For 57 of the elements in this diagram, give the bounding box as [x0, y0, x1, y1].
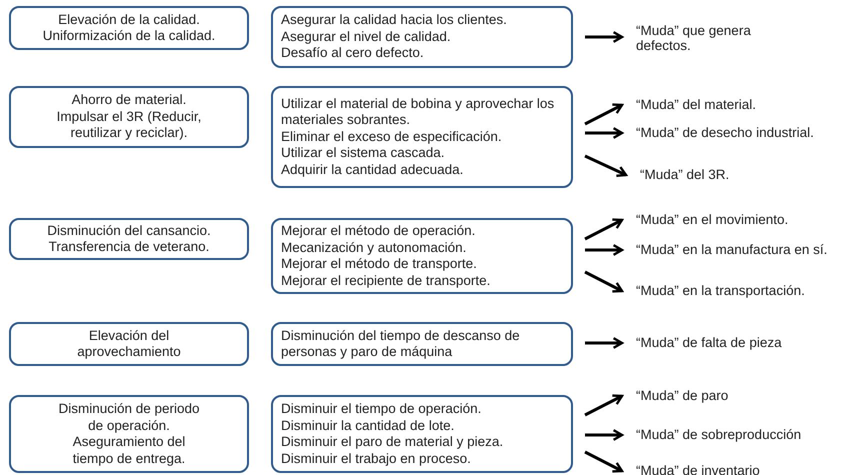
box-text: Aseguramiento del tiempo de entrega. — [72, 434, 186, 467]
waste-label: “Muda” de desecho industrial. — [636, 125, 814, 140]
box-text: Asegurar la calidad hacia los clientes. — [281, 12, 507, 29]
arrow — [584, 154, 628, 178]
box-text: Elevación de la calidad. — [58, 12, 200, 28]
box-text: Utilizar el sistema cascada. — [281, 145, 445, 162]
waste-label: “Muda” del material. — [636, 97, 756, 112]
arrow — [585, 31, 624, 43]
arrow — [584, 218, 624, 240]
action-box — [271, 322, 573, 366]
box-text: Ahorro de material. — [72, 92, 186, 109]
box-text: Disminuir la cantidad de lote. — [281, 418, 454, 434]
box-text: Disminución del cansancio. — [47, 222, 211, 239]
waste-label: “Muda” del 3R. — [640, 167, 730, 182]
box-text: Mecanización y autonomación. — [281, 240, 466, 256]
waste-label: “Muda” de inventario — [636, 463, 760, 475]
box-text: Adquirir la cantidad adecuada. — [281, 162, 464, 178]
action-box — [271, 395, 573, 473]
arrow — [584, 270, 624, 293]
waste-label: “Muda” en la manufactura en sí. — [636, 242, 828, 257]
action-box — [271, 218, 573, 294]
arrow — [584, 450, 624, 473]
box-text: Disminución de periodo de operación. — [57, 401, 201, 434]
box-text: Disminución del tiempo de descanso de personas y paro de máquina — [281, 328, 521, 360]
goal-box — [9, 86, 249, 148]
arrow — [585, 127, 624, 139]
waste-label: “Muda” de falta de pieza — [636, 335, 782, 350]
box-text: Disminuir el paro de material y pieza. — [281, 434, 504, 450]
waste-label: “Muda” que genera defectos. — [636, 23, 752, 53]
waste-label: “Muda” en el movimiento. — [636, 212, 788, 227]
arrow — [585, 429, 624, 441]
action-box — [271, 6, 573, 68]
goal-box — [9, 395, 249, 473]
box-text: Transferencia de veterano. — [48, 239, 210, 256]
waste-label: “Muda” de paro — [636, 388, 728, 403]
box-text: Desafío al cero defecto. — [281, 45, 424, 62]
waste-label: “Muda” en la transportación. — [636, 283, 805, 298]
box-text: Disminuir el trabajo en proceso. — [281, 450, 471, 467]
box-text: Utilizar el material de bobina y aprovechar los materiales sobrantes. — [281, 96, 556, 129]
goal-box — [9, 218, 249, 260]
waste-label: “Muda” de sobreproducción — [636, 427, 802, 442]
arrow — [584, 103, 624, 126]
box-text: Mejorar el método de transporte. — [281, 256, 477, 272]
arrow — [584, 394, 624, 416]
arrow — [585, 244, 624, 256]
box-text: Asegurar el nivel de calidad. — [281, 28, 451, 46]
goal-box — [9, 6, 249, 50]
action-box — [271, 86, 573, 188]
arrow — [585, 337, 624, 349]
box-text: Mejorar el recipiente de transporte. — [281, 272, 490, 289]
box-text: Disminuir el tiempo de operación. — [281, 401, 482, 418]
box-text: Mejorar el método de operación. — [281, 223, 476, 240]
box-text: Uniformización de la calidad. — [42, 28, 216, 44]
box-text: Elevación del aprovechamiento — [76, 328, 182, 360]
goal-box — [9, 322, 249, 366]
box-text: Eliminar el exceso de especificación. — [281, 128, 502, 146]
box-text: Impulsar el 3R (Reducir, reutilizar y reciclar). — [56, 108, 202, 142]
